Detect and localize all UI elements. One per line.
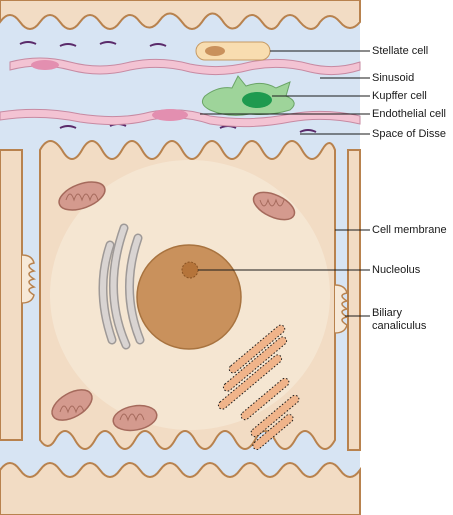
nucleolus [181, 261, 199, 279]
label-cell-membrane: Cell membrane [372, 224, 447, 236]
mitochondrion-3 [51, 389, 93, 421]
biliary-canaliculus-left [21, 254, 37, 304]
mitochondrion-1 [58, 181, 106, 211]
golgi-apparatus [98, 223, 145, 350]
label-biliary-line2: canaliculus [372, 320, 427, 332]
mitochondrion-2 [252, 191, 296, 221]
label-endothelial-cell: Endothelial cell [372, 108, 446, 120]
label-space-of-disse: Space of Disse [372, 128, 446, 140]
stellate-nucleus [205, 46, 225, 56]
label-nucleolus: Nucleolus [372, 264, 421, 276]
kupffer-nucleus [242, 92, 272, 108]
label-sinusoid: Sinusoid [372, 72, 415, 84]
lower-hepatocyte [0, 462, 361, 515]
right-hepatocyte [347, 149, 361, 451]
mitochondrion-4 [112, 404, 158, 432]
endothelial-nucleus-2 [152, 109, 188, 121]
biliary-canaliculus-right [334, 284, 350, 334]
mitochondria [51, 181, 296, 432]
upper-hepatocyte [0, 0, 361, 30]
leader-lines [198, 50, 370, 317]
endothelial-nucleus [31, 60, 59, 70]
rough-er [217, 324, 300, 450]
nucleus [136, 244, 242, 350]
endothelial-lining-top [9, 57, 361, 76]
label-kupffer-cell: Kupffer cell [372, 90, 427, 102]
left-hepatocyte [0, 149, 23, 441]
label-biliary-line1: Biliary [372, 307, 402, 319]
label-stellate-cell: Stellate cell [372, 45, 429, 57]
